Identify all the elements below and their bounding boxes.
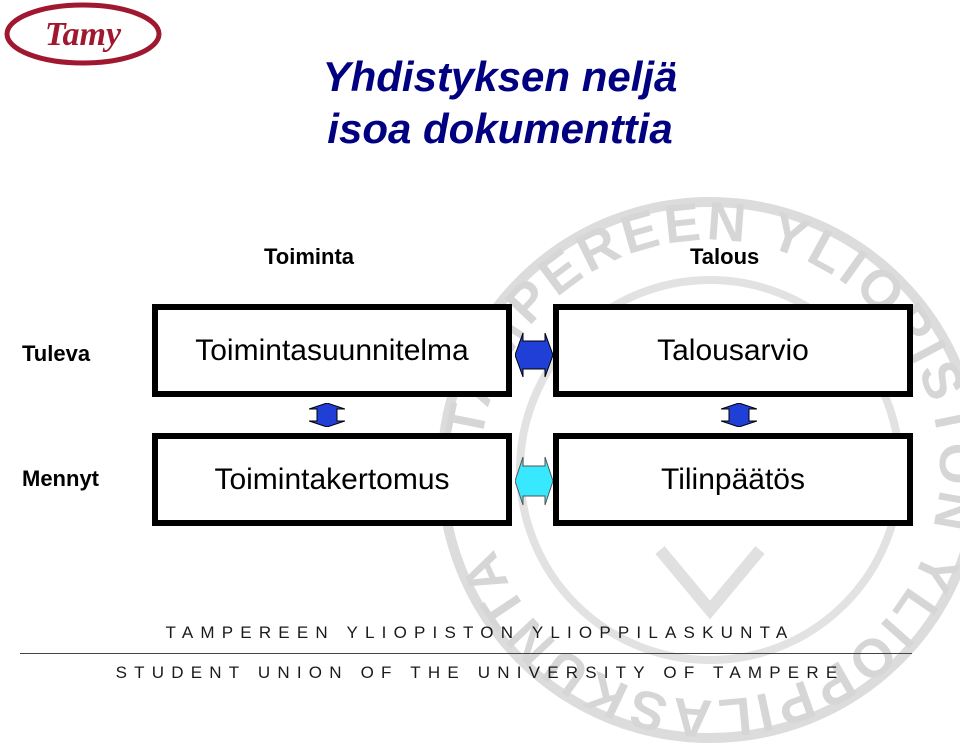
row-header-mennyt: Mennyt [22, 466, 99, 491]
tamy-logo: Tamy [4, 2, 162, 66]
page-title-line1: Yhdistyksen neljä [322, 53, 678, 100]
double-arrow-icon [721, 403, 757, 427]
column-header-toiminta: Toiminta [264, 244, 355, 269]
double-arrow-icon [515, 456, 553, 506]
footer-line-english: STUDENT UNION OF THE UNIVERSITY OF TAMPE… [115, 663, 845, 682]
box-talousarvio: Talousarvio [553, 304, 913, 397]
box-label: Toimintasuunnitelma [195, 333, 469, 367]
box-toimintasuunnitelma: Toimintasuunnitelma [152, 304, 512, 397]
double-arrow-icon [309, 403, 345, 427]
row-header-tuleva: Tuleva [22, 341, 91, 366]
box-toimintakertomus: Toimintakertomus [152, 433, 512, 526]
double-arrow-icon [515, 332, 553, 378]
logo-text: Tamy [45, 16, 122, 53]
footer-divider [20, 653, 912, 654]
column-header-talous: Talous [690, 244, 760, 269]
box-label: Talousarvio [657, 333, 809, 367]
page-title-line2: isoa dokumenttia [327, 105, 673, 152]
footer-line-finnish: TAMPEREEN YLIOPISTON YLIOPPILASKUNTA [165, 623, 795, 642]
box-label: Toimintakertomus [214, 462, 450, 496]
box-tilinpaatos: Tilinpäätös [553, 433, 913, 526]
box-label: Tilinpäätös [661, 462, 805, 496]
